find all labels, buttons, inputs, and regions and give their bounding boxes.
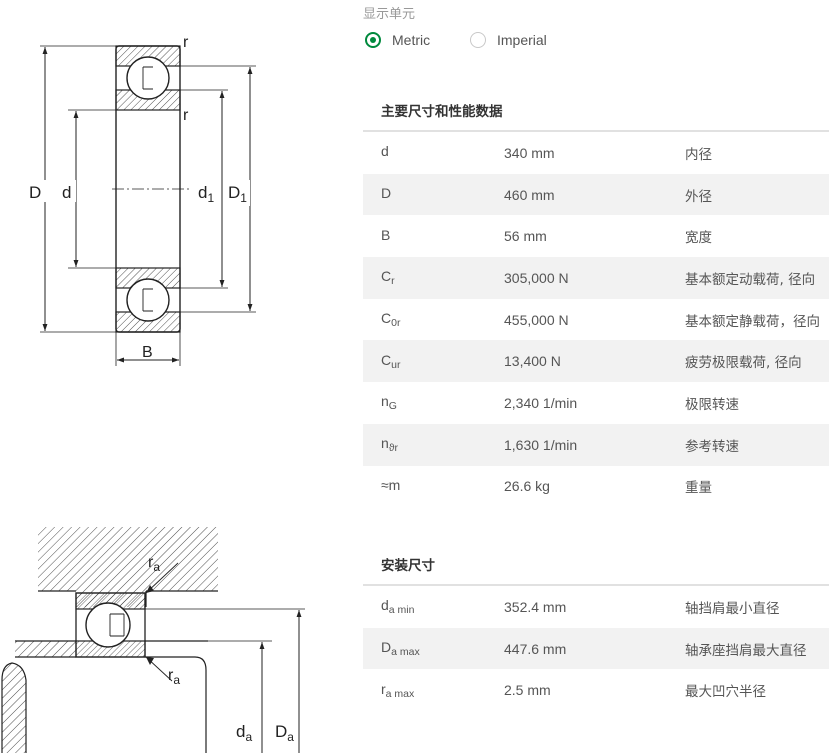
spec-value: 56 mm: [504, 228, 547, 245]
spec-symbol: Cur: [381, 351, 401, 371]
ball-top: [126, 56, 170, 100]
table-row: Cur 13,400 N 疲劳极限载荷, 径向: [363, 340, 829, 383]
mount-description: 最大凹穴半径: [685, 684, 766, 701]
spec-description: 宽度: [685, 230, 712, 247]
label-d: d: [62, 183, 71, 202]
label-ra-bottom: ra: [168, 667, 180, 687]
table-row: ≈m 26.6 kg 重量: [363, 466, 829, 508]
spec-description: 基本额定静载荷，径向: [685, 313, 820, 330]
radio-imperial-label[interactable]: Imperial: [497, 32, 547, 48]
mount-value: 447.6 mm: [504, 640, 567, 657]
label-D: D: [29, 183, 41, 202]
housing-section: [38, 527, 218, 607]
section-divider: [363, 584, 829, 586]
mount-symbol: ra max: [381, 680, 415, 700]
radio-imperial[interactable]: Imperial: [470, 32, 547, 48]
main-dims-table: d 340 mm 内径 D 460 mm 外径 B 56 mm 宽度 Cr 305,000 N 基本额…: [363, 132, 829, 507]
spec-value: 13,400 N: [504, 353, 561, 370]
ball-bottom: [126, 278, 170, 322]
label-da: da: [236, 722, 252, 744]
table-row: Da max 447.6 mm 轴承座挡肩最大直径: [363, 627, 829, 670]
radio-metric-label[interactable]: Metric: [392, 32, 431, 48]
spec-value: 305,000 N: [504, 269, 569, 286]
spec-description: 疲劳极限载荷, 径向: [685, 355, 802, 372]
table-row: da min 352.4 mm 轴挡肩最小直径: [363, 586, 829, 628]
mount-symbol: da min: [381, 597, 415, 617]
table-row: B 56 mm 宽度: [363, 215, 829, 257]
spec-symbol: C0r: [381, 310, 401, 330]
spec-value: 455,000 N: [504, 311, 569, 328]
label-Da: Da: [275, 722, 294, 744]
table-row: nG 2,340 1/min 极限转速: [363, 382, 829, 424]
mount-dims-table: da min 352.4 mm 轴挡肩最小直径 Da max 447.6 mm 轴承座挡肩…: [363, 586, 829, 711]
label-D1: D1: [228, 183, 247, 205]
spec-description: 极限转速: [685, 396, 739, 413]
label-ra-top: ra: [148, 554, 160, 574]
section-divider: [363, 130, 829, 132]
mount-ball: [85, 602, 131, 648]
spec-symbol: nϑr: [381, 435, 399, 455]
spec-symbol: ≈m: [381, 476, 401, 493]
table-row: ra max 2.5 mm 最大凹穴半径: [363, 669, 829, 711]
mount-description: 轴承座挡肩最大直径: [685, 642, 807, 659]
label-r-top: r: [183, 34, 189, 51]
spec-description: 参考转速: [685, 438, 739, 455]
label-B: B: [142, 344, 153, 361]
unit-selector-label: 显示单元: [363, 7, 416, 22]
spec-description: 基本额定动载荷, 径向: [685, 271, 816, 288]
mount-description: 轴挡肩最小直径: [685, 600, 780, 617]
table-row: D 460 mm 外径: [363, 173, 829, 216]
radio-unchecked-icon[interactable]: [470, 32, 486, 48]
spec-symbol: nG: [381, 393, 397, 413]
spec-value: 2,340 1/min: [504, 394, 578, 411]
spec-description: 内径: [685, 146, 712, 163]
radio-checked-icon[interactable]: [365, 32, 381, 48]
mount-symbol: Da max: [381, 639, 420, 659]
mount-value: 2.5 mm: [504, 682, 551, 699]
radio-metric[interactable]: Metric: [365, 32, 430, 48]
main-dims-title: 主要尺寸和性能数据: [381, 104, 503, 120]
table-row: Cr 305,000 N 基本额定动载荷, 径向: [363, 257, 829, 299]
spec-value: 1,630 1/min: [504, 436, 578, 453]
label-d1: d1: [198, 183, 214, 205]
spec-symbol: D: [381, 185, 392, 202]
spec-symbol: d: [381, 143, 389, 160]
table-row: C0r 455,000 N 基本额定静载荷，径向: [363, 299, 829, 341]
spec-description: 重量: [685, 480, 712, 497]
shaft-section: [15, 641, 76, 657]
table-row: nϑr 1,630 1/min 参考转速: [363, 423, 829, 466]
mount-dims-title: 安装尺寸: [381, 558, 435, 574]
spec-symbol: B: [381, 226, 391, 243]
spec-symbol: Cr: [381, 268, 395, 288]
label-r-mid: r: [183, 107, 189, 124]
spec-value: 460 mm: [504, 186, 555, 203]
mounting-dimensions-diagram: ra ra da Da: [1, 527, 305, 753]
mount-value: 352.4 mm: [504, 598, 567, 615]
table-row: d 340 mm 内径: [363, 132, 829, 174]
bearing-cross-section-diagram: D d d1 D1 B r r: [28, 34, 256, 366]
spec-value: 340 mm: [504, 144, 555, 161]
spec-value: 26.6 kg: [504, 478, 550, 495]
spec-description: 外径: [685, 188, 712, 205]
